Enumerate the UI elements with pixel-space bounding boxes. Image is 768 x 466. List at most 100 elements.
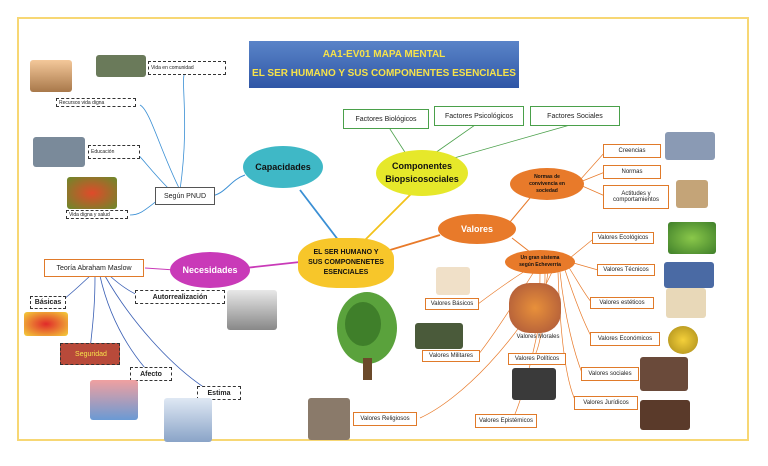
valor-label: Valores sociales xyxy=(588,371,632,377)
capacidad-item-label: Educación xyxy=(91,149,115,155)
factor-label: Factores Sociales xyxy=(547,112,603,120)
basic-needs-image xyxy=(24,312,68,336)
necesidades-node: Necesidades xyxy=(170,252,250,288)
capacidad-item-vida-digna: Vida digna y salud xyxy=(66,210,128,219)
necesidad-basicas: Básicas xyxy=(30,296,66,309)
valor-militares: Valores Militares xyxy=(422,350,480,362)
pnud-box: Según PNUD xyxy=(155,187,215,205)
valor-label: Valores Militares xyxy=(429,353,473,359)
center-line-1: EL SER HUMANO Y xyxy=(313,249,379,256)
valor-label: Valores Políticos xyxy=(514,356,560,362)
moral-tree-image xyxy=(509,283,561,333)
normas-item-label: Normas xyxy=(621,169,643,175)
esteem-image xyxy=(164,398,212,442)
valor-basicos: Valores Básicos xyxy=(425,298,479,310)
valor-politicos: Valores Políticos xyxy=(508,353,566,365)
classroom-image xyxy=(33,137,85,167)
ecology-image xyxy=(668,222,716,254)
valor-sociales: Valores sociales xyxy=(581,367,639,381)
valor-economicos: Valores Económicos xyxy=(590,332,660,346)
valor-ecologicos: Valores Ecológicos xyxy=(592,232,654,244)
capacidad-item-educacion: Educación xyxy=(88,145,140,159)
normas-item-creencias: Creencias xyxy=(603,144,661,158)
center-line-3: ESENCIALES xyxy=(323,269,369,276)
beliefs-image xyxy=(665,132,715,160)
factor-label: Factores Biológicos xyxy=(355,115,417,123)
normas-item-actitudes: Actitudes y comportamientos xyxy=(603,185,669,209)
valores-label: Valores xyxy=(460,224,494,234)
healthy-food-image xyxy=(67,177,117,209)
necesidad-autorrealizacion: Autorrealización xyxy=(135,290,225,304)
capacidades-label: Capacidades xyxy=(255,162,311,172)
necesidad-label: Básicas xyxy=(34,299,62,306)
success-image xyxy=(227,290,277,330)
capacidad-item-label: Vida digna y salud xyxy=(69,211,110,218)
valor-epistemicos: Valores Epistémicos xyxy=(475,414,537,428)
sistema-node: Un gran sistema según Echeverría xyxy=(505,250,575,274)
valor-label: Valores Morales xyxy=(516,334,560,340)
normas-item-label: comportamientos xyxy=(612,197,660,203)
behavior-image xyxy=(676,180,708,208)
central-topic: EL SER HUMANO Y SUS COMPONENETES ESENCIA… xyxy=(298,238,394,288)
justice-image xyxy=(640,400,690,430)
center-line-2: SUS COMPONENETES xyxy=(308,259,384,266)
maslow-box: Teoría Abraham Maslow xyxy=(44,259,144,277)
necesidad-afecto: Afecto xyxy=(130,367,172,381)
tree-head-image xyxy=(335,290,400,382)
normas-label-2: convivencia en xyxy=(529,180,565,187)
sistema-label-1: Un gran sistema xyxy=(520,255,560,261)
pnud-label: Según PNUD xyxy=(163,192,207,200)
technical-image xyxy=(664,262,714,288)
social-image xyxy=(640,357,688,391)
valor-religiosos: Valores Religiosos xyxy=(353,412,417,426)
valor-label: Valores Religiosos xyxy=(360,416,410,422)
normas-item-label: Actitudes y xyxy=(621,191,651,197)
yoga-image xyxy=(30,60,72,92)
componentes-node: Componentes Biopsicosociales xyxy=(376,150,468,196)
necesidad-label: Seguridad xyxy=(75,350,107,358)
capacidad-item-recursos: Recursos vida digna xyxy=(56,98,136,107)
factor-label: Factores Psicológicos xyxy=(444,112,514,120)
necesidad-seguridad: Seguridad xyxy=(60,343,120,365)
aesthetic-image xyxy=(666,288,706,318)
map-title: AA1-EV01 MAPA MENTAL EL SER HUMANO Y SUS… xyxy=(249,41,519,88)
normas-node: Normas de convivencia en sociedad xyxy=(510,168,584,200)
necesidad-label: Afecto xyxy=(140,370,162,378)
normas-item-normas: Normas xyxy=(603,165,661,179)
valor-label: Valores Técnicos xyxy=(603,267,649,273)
affection-image xyxy=(90,380,138,420)
normas-label-1: Normas de xyxy=(534,173,560,180)
maslow-label: Teoría Abraham Maslow xyxy=(56,264,132,272)
valor-esteticos: Valores estéticos xyxy=(590,297,654,309)
title-line-1: AA1-EV01 MAPA MENTAL xyxy=(322,49,446,60)
community-image xyxy=(96,55,146,77)
capacidades-node: Capacidades xyxy=(243,146,323,188)
valor-morales: Valores Morales xyxy=(516,334,560,344)
necesidad-estima: Estima xyxy=(197,386,241,400)
valor-label: Valores Ecológicos xyxy=(597,235,649,241)
factor-psicologicos: Factores Psicológicos xyxy=(434,106,524,126)
componentes-label-1: Componentes xyxy=(391,161,452,171)
valor-label: Valores Económicos xyxy=(597,336,653,342)
valor-label: Valores Epistémicos xyxy=(479,418,533,424)
factor-biologicos: Factores Biológicos xyxy=(343,109,429,129)
componentes-label-2: Biopsicosociales xyxy=(385,174,459,184)
politics-image xyxy=(512,368,556,400)
normas-item-label: Creencias xyxy=(618,148,646,154)
mind-map-frame xyxy=(17,17,749,441)
factor-sociales: Factores Sociales xyxy=(530,106,620,126)
valores-node: Valores xyxy=(438,214,516,244)
valor-label: Valores Jurídicos xyxy=(583,400,629,406)
necesidad-label: Autorrealización xyxy=(152,293,208,301)
normas-label-3: sociedad xyxy=(536,187,558,194)
necesidades-label: Necesidades xyxy=(182,265,238,275)
valor-label: Valores Básicos xyxy=(430,301,474,307)
capacidad-item-vida-comunidad: Vida en comunidad xyxy=(148,61,226,75)
economy-image xyxy=(668,326,698,354)
valor-juridicos: Valores Jurídicos xyxy=(574,396,638,410)
basic-values-image xyxy=(436,267,470,295)
religion-image xyxy=(308,398,350,440)
capacidad-item-label: Vida en comunidad xyxy=(151,65,194,71)
capacidad-item-label: Recursos vida digna xyxy=(59,99,105,106)
valor-tecnicos: Valores Técnicos xyxy=(597,264,655,276)
